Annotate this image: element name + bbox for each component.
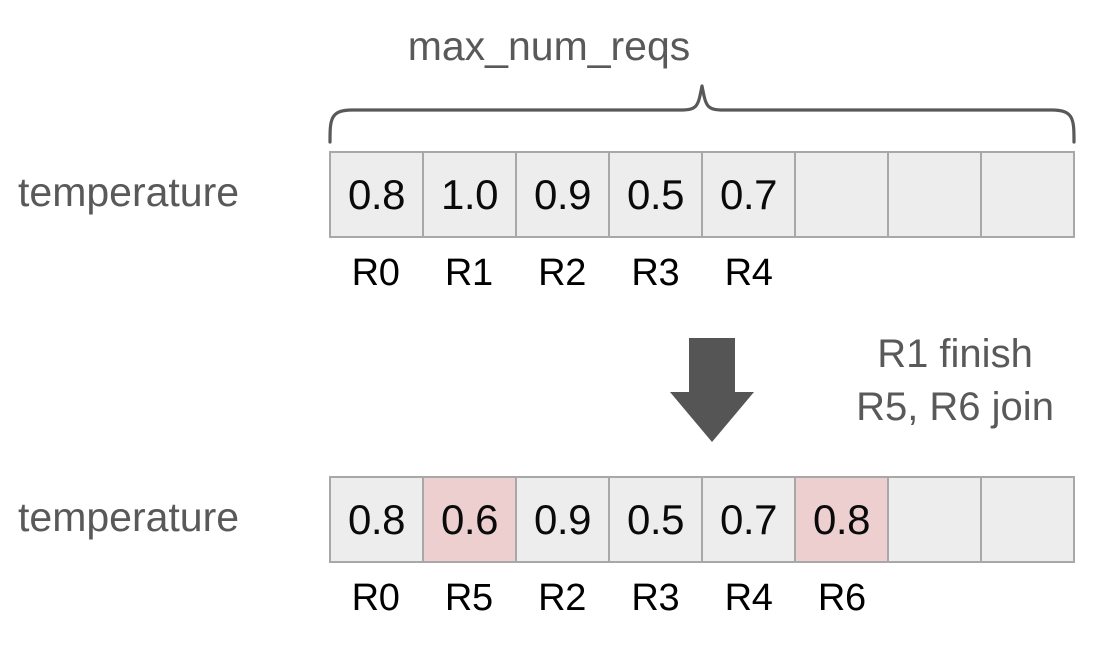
transition-annotation: R1 finish R5, R6 join — [810, 328, 1100, 434]
down-arrow-icon — [670, 338, 754, 442]
buffer-cell-highlight[interactable]: 0.8 — [796, 478, 889, 561]
buffer-cell[interactable]: 0.7 — [703, 478, 796, 561]
request-id-label: R4 — [724, 252, 773, 294]
buffer-cell[interactable]: 0.5 — [610, 478, 703, 561]
annotation-line-2: R5, R6 join — [856, 384, 1054, 429]
request-id-label: R1 — [444, 252, 493, 294]
buffer-cell[interactable]: 1.0 — [424, 153, 517, 236]
request-id-label: R0 — [351, 577, 400, 619]
row-label-before: temperature — [18, 169, 240, 215]
buffer-cell-highlight[interactable]: 0.6 — [424, 478, 517, 561]
buffer-row-after: 0.8 0.6 0.9 0.5 0.7 0.8 — [329, 476, 1075, 563]
buffer-cell[interactable] — [889, 153, 982, 236]
request-id-label: R3 — [631, 577, 680, 619]
request-id-label: R3 — [631, 252, 680, 294]
buffer-cell[interactable]: 0.7 — [703, 153, 796, 236]
buffer-row-before: 0.8 1.0 0.9 0.5 0.7 — [329, 151, 1075, 238]
request-id-label: R4 — [724, 577, 773, 619]
request-ids-before: R0 R1 R2 R3 R4 — [329, 254, 1075, 292]
row-label-after: temperature — [18, 494, 240, 540]
request-id-label — [795, 254, 888, 292]
buffer-cell[interactable] — [796, 153, 889, 236]
request-id-label: R0 — [351, 252, 400, 294]
request-id-label — [889, 579, 982, 617]
buffer-cell[interactable]: 0.8 — [331, 153, 424, 236]
brace-label: max_num_reqs — [407, 23, 691, 69]
request-id-label: R5 — [444, 577, 493, 619]
buffer-cell[interactable]: 0.5 — [610, 153, 703, 236]
request-id-label: R2 — [538, 577, 587, 619]
buffer-cell[interactable]: 0.8 — [331, 478, 424, 561]
request-id-label — [982, 579, 1075, 617]
annotation-line-1: R1 finish — [877, 332, 1033, 376]
request-id-label: R2 — [538, 252, 587, 294]
buffer-cell[interactable] — [982, 478, 1073, 561]
request-ids-after: R0 R5 R2 R3 R4 R6 — [329, 579, 1075, 617]
request-id-label: R6 — [817, 577, 866, 619]
request-id-label — [982, 254, 1075, 292]
buffer-cell[interactable]: 0.9 — [517, 478, 610, 561]
request-id-label — [889, 254, 982, 292]
buffer-cell[interactable] — [982, 153, 1073, 236]
buffer-cell[interactable]: 0.9 — [517, 153, 610, 236]
buffer-cell[interactable] — [889, 478, 982, 561]
capacity-brace-icon — [328, 84, 1076, 144]
